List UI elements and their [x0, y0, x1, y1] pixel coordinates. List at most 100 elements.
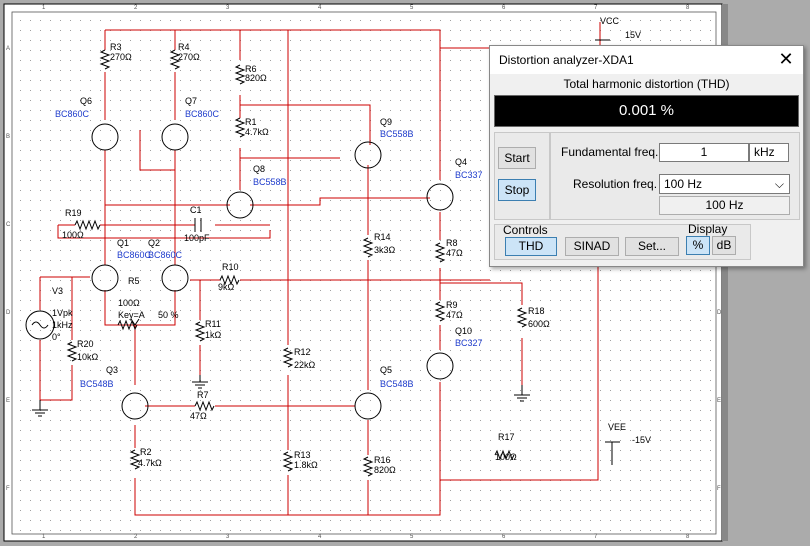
frequency-panel: Fundamental freq. 1 kHz Resolution freq.…	[550, 132, 800, 220]
resolution-freq-label: Resolution freq.	[573, 177, 658, 191]
label-r5-pct: 50 %	[158, 310, 179, 320]
label-q10-ref: Q10	[455, 326, 472, 336]
ruler-letter: E	[6, 398, 10, 404]
label-r17-ref: R17	[498, 432, 515, 442]
label-r6-value: 820Ω	[245, 73, 267, 83]
resolution-freq-selected: 100 Hz	[664, 177, 703, 191]
ruler-number: 3	[226, 534, 230, 540]
ruler-letter: F	[717, 486, 721, 492]
label-r11-value: 1kΩ	[205, 330, 222, 340]
label-r13-ref: R13	[294, 450, 311, 460]
ruler-number: 8	[686, 534, 690, 540]
stop-button[interactable]: Stop	[498, 179, 536, 201]
label-q7-value: BC860C	[185, 109, 220, 119]
ruler-number: 5	[410, 534, 414, 540]
vee-label: VEE	[608, 422, 626, 432]
sheet-shadow	[722, 4, 728, 541]
fundamental-freq-input[interactable]: 1	[659, 143, 749, 162]
label-r12-ref: R12	[294, 347, 311, 357]
label-r7-ref: R7	[197, 390, 209, 400]
label-q9-value: BC558B	[380, 129, 414, 139]
label-r8-value: 47Ω	[446, 248, 463, 258]
label-r10-ref: R10	[222, 262, 239, 272]
ruler-number: 1	[42, 534, 46, 540]
ruler-number: 7	[594, 534, 598, 540]
ruler-number: 8	[686, 5, 690, 11]
fundamental-freq-label: Fundamental freq.	[561, 145, 659, 159]
label-r6-ref: R6	[245, 64, 257, 74]
wires	[39, 22, 601, 516]
label-q8-value: BC558B	[253, 177, 287, 187]
label-v3-ref: V3	[52, 286, 63, 296]
ground-glyphs	[25, 39, 620, 465]
label-q5-value: BC548B	[380, 379, 414, 389]
ruler-number: 2	[134, 5, 138, 11]
ruler-letter: F	[6, 486, 10, 492]
label-v3-value: 1Vpk	[52, 308, 73, 318]
label-r19-value: 100Ω	[62, 230, 84, 240]
label-r18-value: 600Ω	[528, 319, 550, 329]
label-q2-ref: Q2	[148, 238, 160, 248]
ruler-letter: B	[6, 134, 10, 140]
thd-readout: 0.001 %	[494, 95, 799, 127]
ruler-number: 3	[226, 5, 230, 11]
label-r4-value: 270Ω	[178, 52, 200, 62]
component-labels: R3270ΩR4270ΩR6820ΩR14.7kΩQ6BC860CQ7BC860…	[52, 16, 651, 475]
label-r9-ref: R9	[446, 300, 458, 310]
percent-button[interactable]: %	[686, 236, 710, 255]
vee-value: -15V	[632, 435, 651, 445]
label-r17-value: 100Ω	[495, 452, 517, 462]
label-r8-ref: R8	[446, 238, 458, 248]
label-q4-value: BC337	[455, 170, 483, 180]
distortion-analyzer-dialog: Distortion analyzer-XDA1 ✕ Total harmoni…	[489, 45, 804, 267]
ruler-letter: A	[6, 46, 10, 52]
resolution-freq-select[interactable]: 100 Hz ⌵	[659, 174, 790, 194]
label-r18-ref: R18	[528, 306, 545, 316]
ruler-number: 4	[318, 534, 322, 540]
run-panel: Start Stop	[494, 132, 550, 220]
fundamental-freq-unit[interactable]: kHz	[749, 143, 789, 162]
label-q6-ref: Q6	[80, 96, 92, 106]
ruler-number: 1	[42, 5, 46, 11]
label-r5-ref: R5	[128, 276, 140, 286]
label-r12-value: 22kΩ	[294, 360, 316, 370]
display-panel: Display % dB	[682, 222, 748, 258]
label-r14-ref: R14	[374, 232, 391, 242]
set-button[interactable]: Set...	[625, 237, 679, 256]
vcc-value: 15V	[625, 30, 641, 40]
label-r9-value: 47Ω	[446, 310, 463, 320]
label-r7-value: 47Ω	[190, 411, 207, 421]
ruler-number: 6	[502, 5, 506, 11]
thd-caption: Total harmonic distortion (THD)	[563, 77, 730, 91]
label-q10-value: BC327	[455, 338, 483, 348]
label-r3-ref: R3	[110, 42, 122, 52]
label-q2-value: BC860C	[148, 250, 183, 260]
label-r11-ref: R11	[205, 319, 221, 329]
ruler-letter: E	[717, 398, 721, 404]
ruler: 1122334455667788AABBCCDDEEFF	[6, 5, 722, 540]
sinad-button[interactable]: SINAD	[565, 237, 619, 256]
transistor-glyphs	[91, 123, 454, 420]
label-c1-value: 100pF	[184, 233, 210, 243]
vcc-label: VCC	[600, 16, 620, 26]
label-r20-ref: R20	[77, 339, 94, 349]
label-r3-value: 270Ω	[110, 52, 132, 62]
start-button[interactable]: Start	[498, 147, 536, 169]
db-button[interactable]: dB	[712, 236, 736, 255]
title-bar: Distortion analyzer-XDA1 ✕	[490, 46, 803, 74]
close-icon[interactable]: ✕	[778, 49, 794, 69]
display-label: Display	[688, 222, 728, 236]
label-q3-ref: Q3	[106, 365, 118, 375]
label-r16-value: 820Ω	[374, 465, 396, 475]
label-q7-ref: Q7	[185, 96, 197, 106]
label-q8-ref: Q8	[253, 164, 265, 174]
label-r2-value: 4.7kΩ	[138, 458, 162, 468]
label-r4-ref: R4	[178, 42, 190, 52]
ruler-number: 2	[134, 534, 138, 540]
label-r1-ref: R1	[245, 117, 257, 127]
label-v3-phase: 0°	[52, 332, 61, 342]
thd-button[interactable]: THD	[505, 237, 557, 256]
ruler-number: 5	[410, 5, 414, 11]
label-r1-value: 4.7kΩ	[245, 127, 269, 137]
dialog-title: Distortion analyzer-XDA1	[499, 53, 634, 67]
